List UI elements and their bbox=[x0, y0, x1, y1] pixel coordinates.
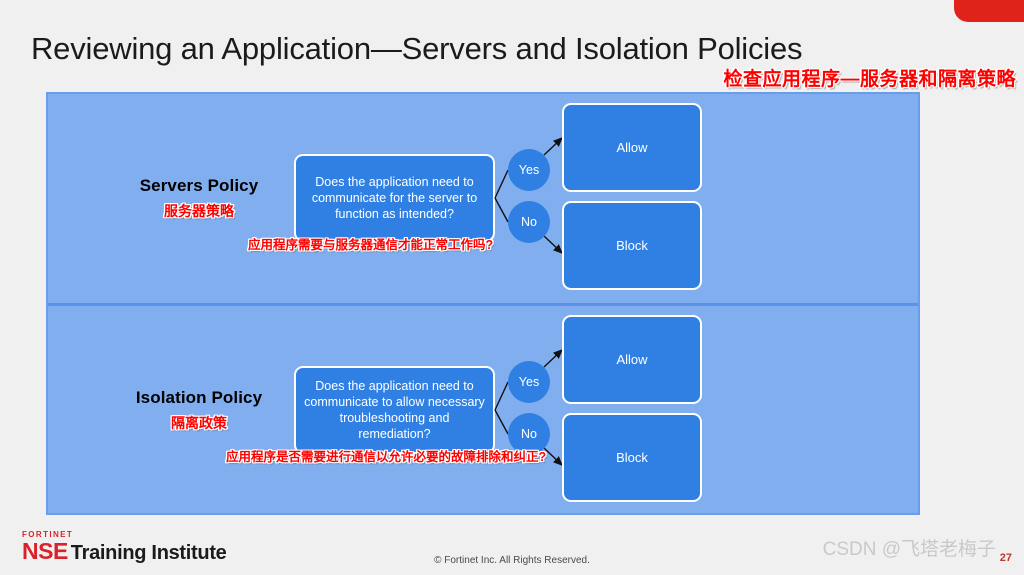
top-right-accent-shape bbox=[954, 0, 1024, 22]
copyright-notice: © Fortinet Inc. All Rights Reserved. bbox=[434, 555, 590, 566]
choice-yes-isolation[interactable]: Yes bbox=[508, 361, 550, 403]
nse-text: NSE bbox=[22, 538, 68, 564]
outcome-block-isolation[interactable]: Block bbox=[562, 413, 702, 502]
csdn-watermark: CSDN @飞塔老梅子 bbox=[822, 539, 996, 560]
policy-label-isolation-text: Isolation Policy bbox=[135, 388, 263, 407]
diagram-panel: Servers Policy 服务器策略 Does the applicatio… bbox=[46, 92, 920, 515]
choice-no-servers[interactable]: No bbox=[508, 201, 550, 243]
isolation-policy-section: Isolation Policy 隔离政策 Does the applicati… bbox=[48, 306, 918, 517]
choice-yes-servers[interactable]: Yes bbox=[508, 149, 550, 191]
page-title: Reviewing an Application—Servers and Iso… bbox=[31, 31, 803, 66]
section-divider bbox=[48, 303, 918, 306]
decision-box-servers[interactable]: Does the application need to communicate… bbox=[294, 154, 495, 242]
policy-label-isolation-cn: 隔离政策 bbox=[171, 415, 227, 431]
choice-no-isolation[interactable]: No bbox=[508, 413, 550, 455]
outcome-block-servers[interactable]: Block bbox=[562, 201, 702, 290]
training-institute-text: Training Institute bbox=[70, 542, 227, 564]
policy-label-servers-text: Servers Policy bbox=[139, 176, 259, 195]
servers-policy-section: Servers Policy 服务器策略 Does the applicatio… bbox=[48, 94, 918, 303]
policy-label-isolation: Isolation Policy 隔离政策 bbox=[64, 388, 334, 433]
decision-box-isolation[interactable]: Does the application need to communicate… bbox=[294, 366, 495, 454]
page-number: 27 bbox=[999, 552, 1012, 564]
outcome-allow-servers[interactable]: Allow bbox=[562, 103, 702, 192]
policy-label-servers: Servers Policy 服务器策略 bbox=[64, 176, 334, 221]
page-title-annotation-cn: 检查应用程序—服务器和隔离策略 bbox=[723, 69, 1016, 90]
outcome-allow-isolation[interactable]: Allow bbox=[562, 315, 702, 404]
decision-annotation-cn-isolation: 应用程序是否需要进行通信以允许必要的故障排除和纠正? bbox=[226, 450, 547, 464]
decision-annotation-cn-servers: 应用程序需要与服务器通信才能正常工作吗? bbox=[248, 238, 494, 252]
policy-label-servers-cn: 服务器策略 bbox=[164, 203, 234, 219]
fortinet-wordmark: FORTINET bbox=[22, 530, 74, 539]
